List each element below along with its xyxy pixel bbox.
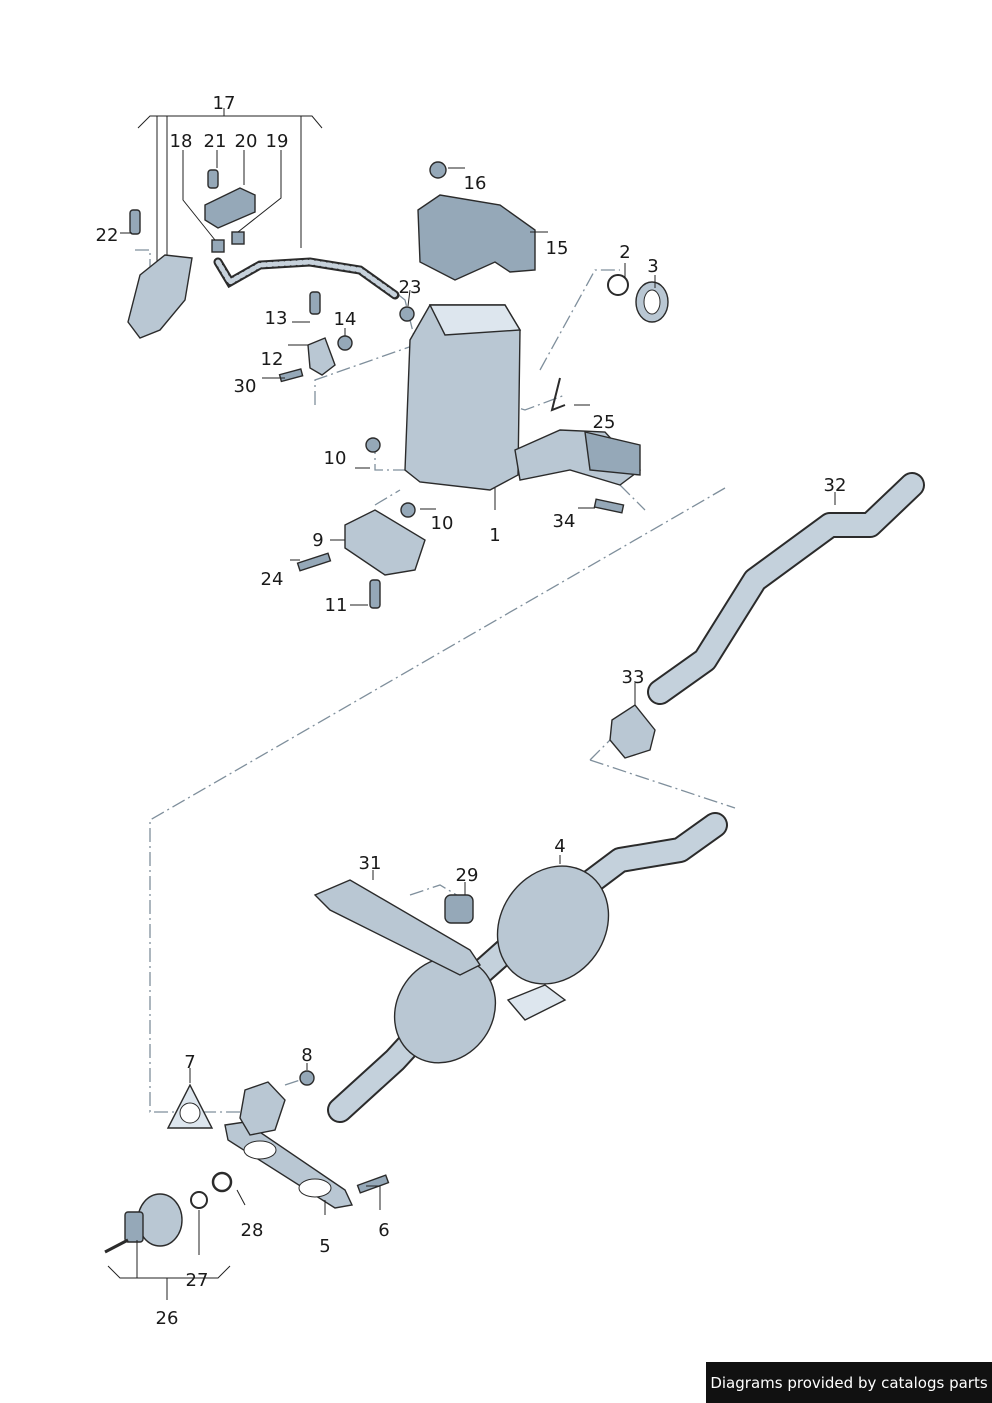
stud-24 — [296, 552, 332, 572]
callout-3: 3 — [647, 256, 658, 277]
callout-9: 9 — [312, 530, 323, 551]
clip-19 — [231, 231, 245, 245]
heat-shield-lower — [506, 984, 567, 1021]
bolt-6 — [356, 1174, 390, 1194]
callout-22: 22 — [96, 225, 119, 246]
callout-29: 29 — [456, 865, 479, 886]
bolt-13 — [309, 291, 321, 315]
callout-23: 23 — [399, 277, 422, 298]
nut-23 — [399, 306, 415, 322]
callout-10b: 10 — [431, 513, 454, 534]
bolt-22 — [129, 209, 141, 235]
flange-5 — [224, 1121, 354, 1209]
callout-12: 12 — [261, 349, 284, 370]
callout-10a: 10 — [324, 448, 347, 469]
callout-8: 8 — [301, 1045, 312, 1066]
nut-16 — [429, 161, 447, 179]
callout-1: 1 — [489, 525, 500, 546]
catalytic-converter — [496, 865, 610, 985]
callout-32: 32 — [824, 475, 847, 496]
leader-lines — [120, 150, 836, 1278]
callout-26: 26 — [156, 1308, 179, 1329]
callout-21: 21 — [204, 131, 227, 152]
callout-4: 4 — [554, 836, 565, 857]
callout-7: 7 — [184, 1052, 195, 1073]
callout-13: 13 — [265, 308, 288, 329]
nut-10-top — [365, 437, 381, 453]
callout-31: 31 — [359, 853, 382, 874]
group-bracket-26 — [107, 1265, 231, 1300]
callout-17: 17 — [213, 93, 236, 114]
stud-30 — [278, 368, 304, 383]
nut-14 — [337, 335, 353, 351]
bracket-31 — [313, 879, 482, 976]
clamp-28 — [211, 1171, 233, 1193]
clip-18 — [211, 239, 225, 253]
spring-25 — [550, 377, 566, 412]
ring-27 — [190, 1191, 208, 1209]
callout-34: 34 — [553, 511, 576, 532]
callout-2: 2 — [619, 242, 630, 263]
callout-15: 15 — [546, 238, 569, 259]
clamp-33 — [609, 704, 656, 759]
nut-10-lower — [400, 502, 416, 518]
rubber-mount-29 — [444, 894, 474, 924]
callout-6: 6 — [378, 1220, 389, 1241]
nut-8 — [299, 1070, 315, 1086]
pressure-sensor — [204, 187, 256, 229]
bolt-34 — [593, 498, 625, 514]
callout-30: 30 — [234, 376, 257, 397]
sealing-ring-2 — [607, 274, 629, 296]
callout-19: 19 — [266, 131, 289, 152]
callout-20: 20 — [235, 131, 258, 152]
callout-28: 28 — [241, 1220, 264, 1241]
callout-11: 11 — [325, 595, 348, 616]
callout-5: 5 — [319, 1236, 330, 1257]
callout-numbers: 1 2 3 4 5 6 7 8 9 10 10 11 12 13 14 15 1… — [96, 93, 847, 1329]
callout-25: 25 — [593, 412, 616, 433]
callout-27: 27 — [186, 1270, 209, 1291]
bracket-12 — [307, 337, 336, 376]
credit-footer: Diagrams provided by catalogs parts — [706, 1362, 992, 1403]
callout-16: 16 — [464, 173, 487, 194]
heat-shield — [417, 194, 536, 281]
flange-inlet — [239, 1081, 286, 1136]
bracket-9 — [344, 509, 426, 576]
bolt-11 — [369, 579, 381, 609]
callout-33: 33 — [622, 667, 645, 688]
sensor-bracket — [127, 254, 193, 339]
assembly-guide-lines — [135, 249, 736, 1113]
sensor-26 — [137, 1193, 183, 1247]
callout-24: 24 — [261, 569, 284, 590]
callout-14: 14 — [334, 309, 357, 330]
callout-18: 18 — [170, 131, 193, 152]
bolt-21 — [207, 169, 219, 189]
parts — [104, 161, 925, 1254]
